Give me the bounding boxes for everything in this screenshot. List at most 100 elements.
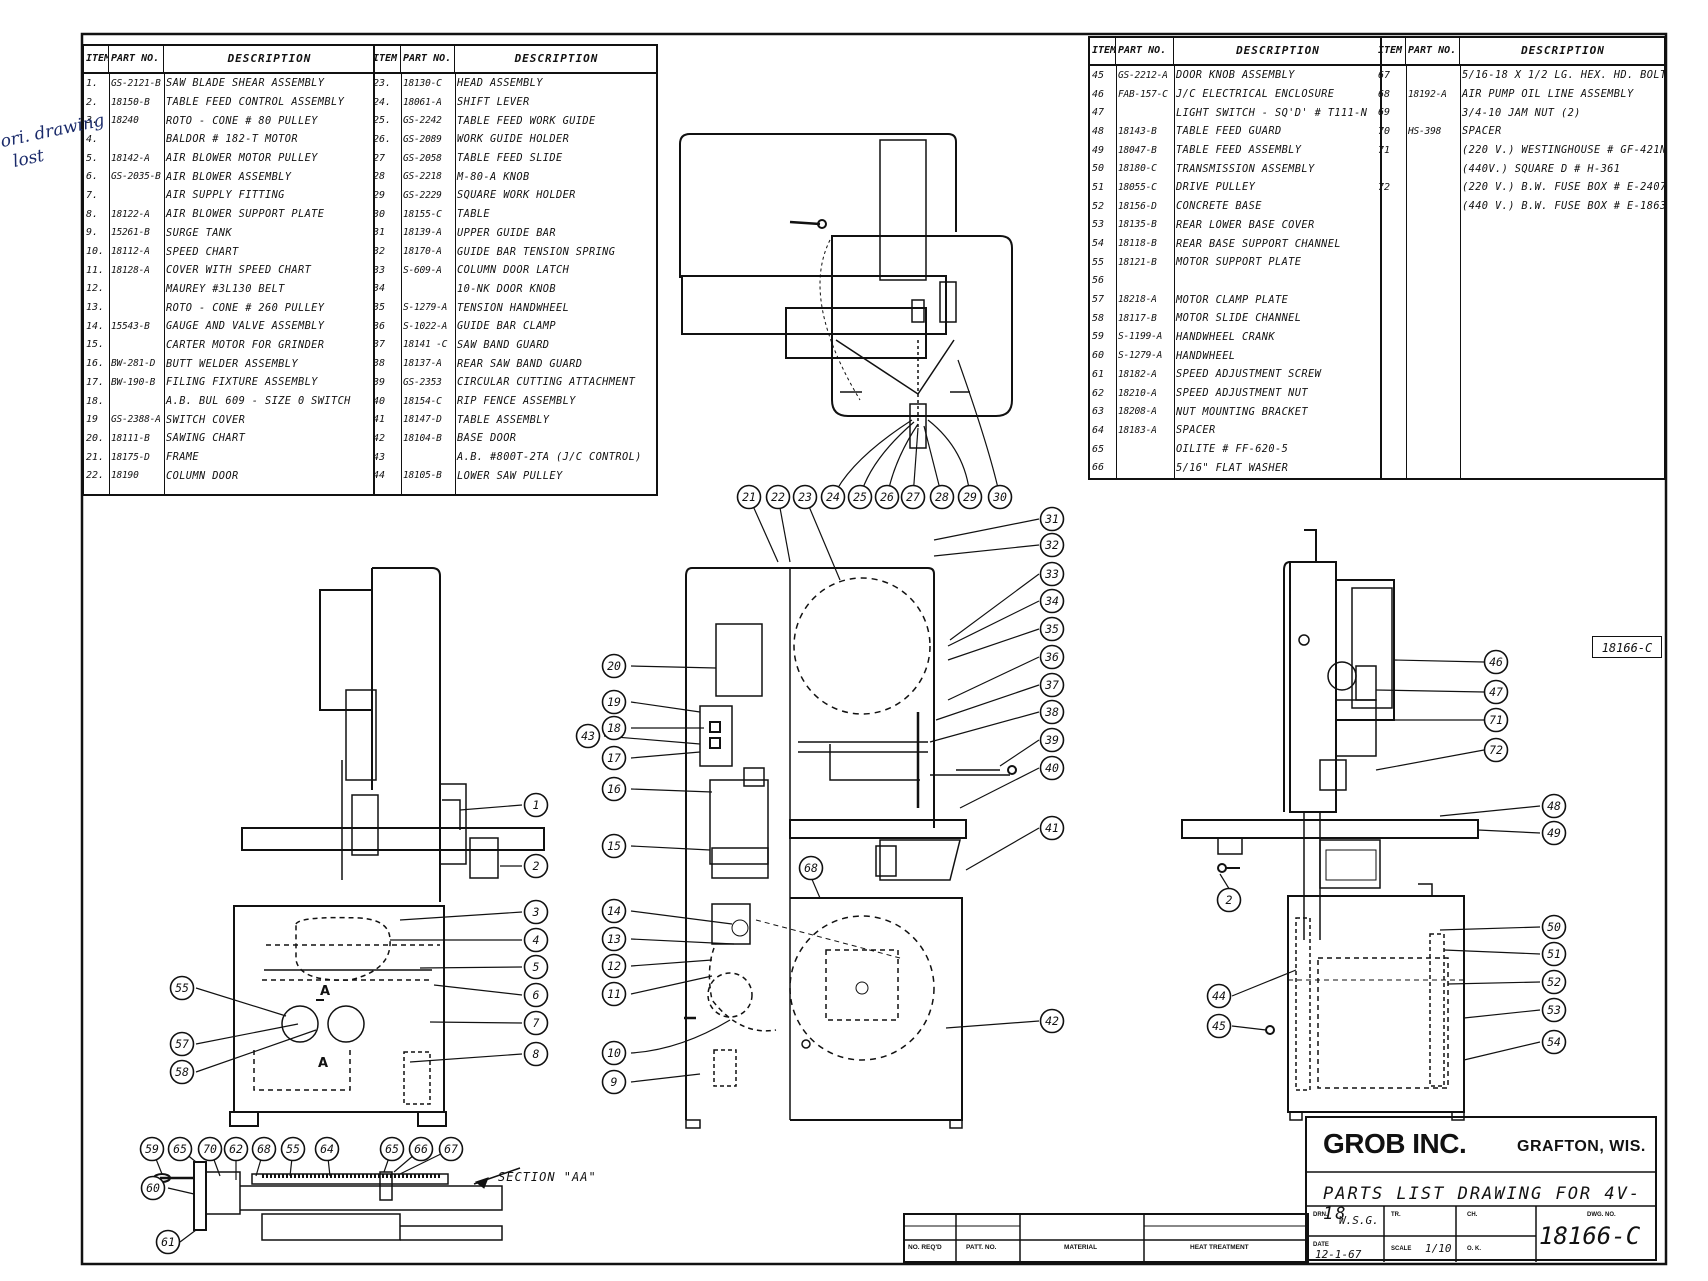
part-description: COLUMN DOOR LATCH xyxy=(457,264,570,277)
item-number: 28 xyxy=(373,171,386,183)
callout-number: 60 xyxy=(146,1181,160,1195)
part-number: FAB-157-C xyxy=(1118,88,1168,100)
part-number: 15543-B xyxy=(111,320,150,332)
part-description: A.B. #800T-2TA (J/C CONTROL) xyxy=(457,451,642,464)
part-description: RIP FENCE ASSEMBLY xyxy=(457,395,576,408)
part-description: BUTT WELDER ASSEMBLY xyxy=(166,357,298,370)
callout-number: 41 xyxy=(1045,821,1059,835)
item-number: 2. xyxy=(86,96,99,108)
item-number: 20. xyxy=(86,432,105,444)
callout-number: 64 xyxy=(320,1142,334,1156)
part-description: TABLE FEED SLIDE xyxy=(457,152,563,165)
item-number: 57 xyxy=(1092,294,1105,306)
front-view xyxy=(684,567,1017,1129)
part-number: 18150-B xyxy=(111,96,150,108)
part-number: 18141 -C xyxy=(403,339,448,351)
callout-47: 47 xyxy=(1483,679,1509,705)
item-number: 70 xyxy=(1378,125,1391,137)
callout-33: 33 xyxy=(1039,561,1065,587)
scale-label: SCALE xyxy=(1391,1246,1412,1252)
part-number: GS-2229 xyxy=(403,189,442,201)
callout-circle xyxy=(1483,679,1509,705)
callout-circle xyxy=(155,1229,181,1255)
callout-6: 6 xyxy=(523,982,549,1008)
callout-circle xyxy=(523,792,549,818)
col-desc-header: DESCRIPTION xyxy=(514,52,599,65)
traced-label: TR. xyxy=(1391,1212,1401,1218)
part-description: GAUGE AND VALVE ASSEMBLY xyxy=(166,320,325,333)
part-description: REAR BASE SUPPORT CHANNEL xyxy=(1176,237,1341,250)
callout-number: 14 xyxy=(607,904,621,918)
item-number: 5. xyxy=(86,152,99,164)
callout-number: 27 xyxy=(906,490,920,504)
item-number: 64 xyxy=(1092,424,1105,436)
callout-37: 37 xyxy=(1039,672,1065,698)
drawing-number: 18166-C xyxy=(1539,1222,1641,1250)
callout-65: 65 xyxy=(167,1136,193,1162)
item-number: 67 xyxy=(1378,69,1391,81)
callout-number: 1 xyxy=(533,798,540,812)
callout-number: 58 xyxy=(175,1065,189,1079)
callout-circle xyxy=(523,1041,549,1067)
callout-circle xyxy=(601,653,627,679)
callout-number: 66 xyxy=(414,1142,428,1156)
part-description: (220 V.) B.W. FUSE BOX # E-2407 xyxy=(1462,181,1664,194)
part-number: GS-2058 xyxy=(403,152,442,164)
callout-circle xyxy=(523,954,549,980)
part-description: COLUMN DOOR xyxy=(166,469,239,482)
part-number: 18047-B xyxy=(1118,144,1157,156)
part-number: 18117-B xyxy=(1118,312,1157,324)
section-mark-a-top: A xyxy=(320,984,331,999)
item-number: 44 xyxy=(373,470,386,482)
callout-circle xyxy=(1483,737,1509,763)
callout-number: 2 xyxy=(533,859,540,873)
callout-53: 53 xyxy=(1541,997,1567,1023)
callout-circle xyxy=(601,776,627,802)
callout-50: 50 xyxy=(1541,914,1567,940)
part-number: GS-2212-A xyxy=(1118,69,1168,81)
callout-circle xyxy=(601,745,627,771)
callout-circle xyxy=(169,1031,195,1057)
part-description: BALDOR # 182-T MOTOR xyxy=(166,133,298,146)
callout-number: 23 xyxy=(798,490,812,504)
item-number: 48 xyxy=(1092,125,1105,137)
callout-9: 9 xyxy=(601,1069,627,1095)
callout-circle xyxy=(900,484,926,510)
part-number: S-1279-A xyxy=(403,302,448,314)
col-desc-header: DESCRIPTION xyxy=(1236,44,1320,57)
item-number: 53 xyxy=(1092,219,1105,231)
callout-58: 58 xyxy=(169,1059,195,1085)
patt-no-label: PATT. NO. xyxy=(966,1244,997,1251)
part-number: 18192-A xyxy=(1408,88,1447,100)
part-number: 18170-A xyxy=(403,246,442,258)
callout-circle xyxy=(601,715,627,741)
item-number: 3. xyxy=(86,115,99,127)
part-description: TABLE FEED GUARD xyxy=(1176,125,1282,138)
item-number: 72 xyxy=(1378,181,1391,193)
part-number: 18182-A xyxy=(1118,368,1157,380)
item-number: 30 xyxy=(373,208,386,220)
section-aa-label: SECTION "AA" xyxy=(498,1170,597,1184)
callout-15: 15 xyxy=(601,833,627,859)
part-number: 18055-C xyxy=(1118,181,1157,193)
scale-value: 1/10 xyxy=(1425,1242,1452,1255)
callout-number: 67 xyxy=(444,1142,458,1156)
item-number: 33 xyxy=(373,264,386,276)
item-number: 9. xyxy=(86,227,99,239)
parts-table-row: 18.A.B. BUL 609 - SIZE 0 SWITCH xyxy=(84,392,373,411)
callout-number: 42 xyxy=(1045,1014,1059,1028)
callout-number: 32 xyxy=(1044,538,1059,552)
col-item-header: ITEM xyxy=(1376,38,1406,64)
part-description: AIR PUMP OIL LINE ASSEMBLY xyxy=(1462,88,1634,101)
